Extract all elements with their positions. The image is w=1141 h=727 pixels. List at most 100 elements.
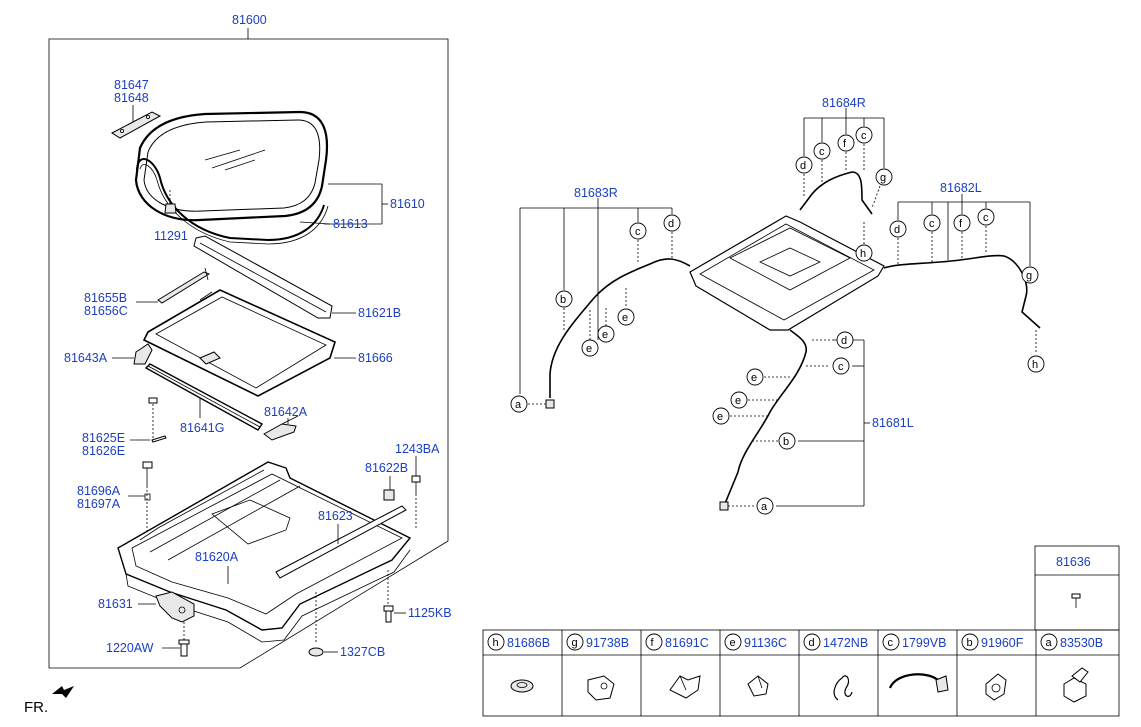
label-81648: 81648 [114,91,149,105]
callout-c: c [983,212,989,224]
legend-letter-d: d [809,637,815,649]
legend-letter-circle-f [645,633,663,651]
bracket-81642A [263,415,299,441]
bracket-81643A [112,343,153,365]
callout-f: f [843,138,847,150]
grommet-1327CB [308,592,338,657]
label-81625E: 81625E [82,431,125,445]
label-81656C: 81656C [84,304,128,318]
sunshade-81666 [142,289,356,397]
label-81684R: 81684R [822,96,866,110]
spring-clamp-icon [833,675,853,701]
bolt-1220AW [162,622,190,657]
legend-part-number-h: 81686B [507,636,550,650]
hose-clip-icon [747,675,769,697]
label-1327CB: 1327CB [340,645,385,659]
label-front: FR. [24,699,48,716]
callout-d: d [894,224,900,236]
legend-letter-circle-h [487,633,505,651]
legend-letter-circle-g [566,633,584,651]
legend-letter-b: b [967,637,973,649]
callout-d: d [800,160,806,172]
callout-c: c [819,146,825,158]
legend-table [482,629,1120,717]
clip-icon [587,675,615,701]
legend-letter-f: f [651,637,655,649]
crossbar-81623 [275,505,407,579]
callout-c: c [838,361,844,373]
callout-g: g [1026,270,1032,282]
callout-e: e [717,411,723,423]
screws-left [128,397,167,540]
legend-letter-g: g [572,637,578,649]
legend-letter-circle-c [882,633,900,651]
label-81681L: 81681L [872,416,914,430]
callout-c: c [861,130,867,142]
label-81620A: 81620A [195,550,239,564]
label-81621B: 81621B [358,306,401,320]
assembly-frame: 81600 [48,13,449,669]
label-81641G: 81641G [180,421,224,435]
legend-part-number-e: 91136C [744,636,787,650]
box-81636: 81636 [1034,545,1120,631]
label-81642A: 81642A [264,405,308,419]
legend-icons [510,667,1089,703]
legend-letter-circle-a [1040,633,1058,651]
callout-b: b [783,436,789,448]
callout-e: e [586,343,592,355]
grommet-icon [510,679,534,693]
label-1220AW: 1220AW [106,641,154,655]
label-81655B: 81655B [84,291,127,305]
label-81683R: 81683R [574,186,618,200]
front-arrow-icon [52,686,74,698]
legend-letter-circle-d [803,633,821,651]
legend-cells: h 81686B g 91738B f 81691C e 91136C d 1472NB c 1799… [487,633,1103,651]
screw-1243BA [383,456,421,530]
glass-panel [134,110,329,245]
callout-e: e [735,395,741,407]
callout-e: e [751,372,757,384]
callout-d: d [668,218,674,230]
legend-part-number-c: 1799VB [902,636,946,650]
label-81622B: 81622B [365,461,408,475]
label-81631: 81631 [98,597,133,611]
callout-b: b [560,294,566,306]
front-marker: FR. [24,686,74,716]
callout-h: h [1032,359,1038,371]
label-81643A: 81643A [64,351,108,365]
roller-81641G [144,363,264,431]
frame-outline-right [689,215,885,331]
elbow-connector-icon [1063,667,1089,703]
legend-part-number-d: 1472NB [823,636,868,650]
label-11291: 11291 [154,229,188,243]
bracket-clip-icon [669,675,701,699]
clip-11291 [164,190,177,214]
band-clamp-icon [888,673,949,693]
legend-letter-e: e [730,637,736,649]
label-81647: 81647 [114,78,149,92]
callout-e: e [602,329,608,341]
label-81626E: 81626E [82,444,125,458]
legend-letter-h: h [493,637,499,649]
legend-letter-a: a [1046,637,1053,649]
motor-81631 [138,591,195,623]
bolt-1125KB [383,570,406,623]
callout-a: a [761,501,768,513]
hose-81684R [799,108,885,244]
label-81623: 81623 [318,509,353,523]
frame-81620A [117,461,412,643]
bracket-81647 [110,111,162,139]
legend-part-number-a: 83530B [1060,636,1103,650]
legend-letter-c: c [888,637,894,649]
legend-letter-circle-b [961,633,979,651]
hose-81681L [719,329,870,511]
callout-c: c [635,226,641,238]
legend-part-number-g: 91738B [586,636,629,650]
legend-part-number-f: 81691C [665,636,709,650]
callout-e: e [622,312,628,324]
callout-circles: a b c d e e e d c f c g h d c f c g h d … [510,126,1045,515]
label-81636: 81636 [1056,555,1091,569]
callout-h: h [860,248,866,260]
